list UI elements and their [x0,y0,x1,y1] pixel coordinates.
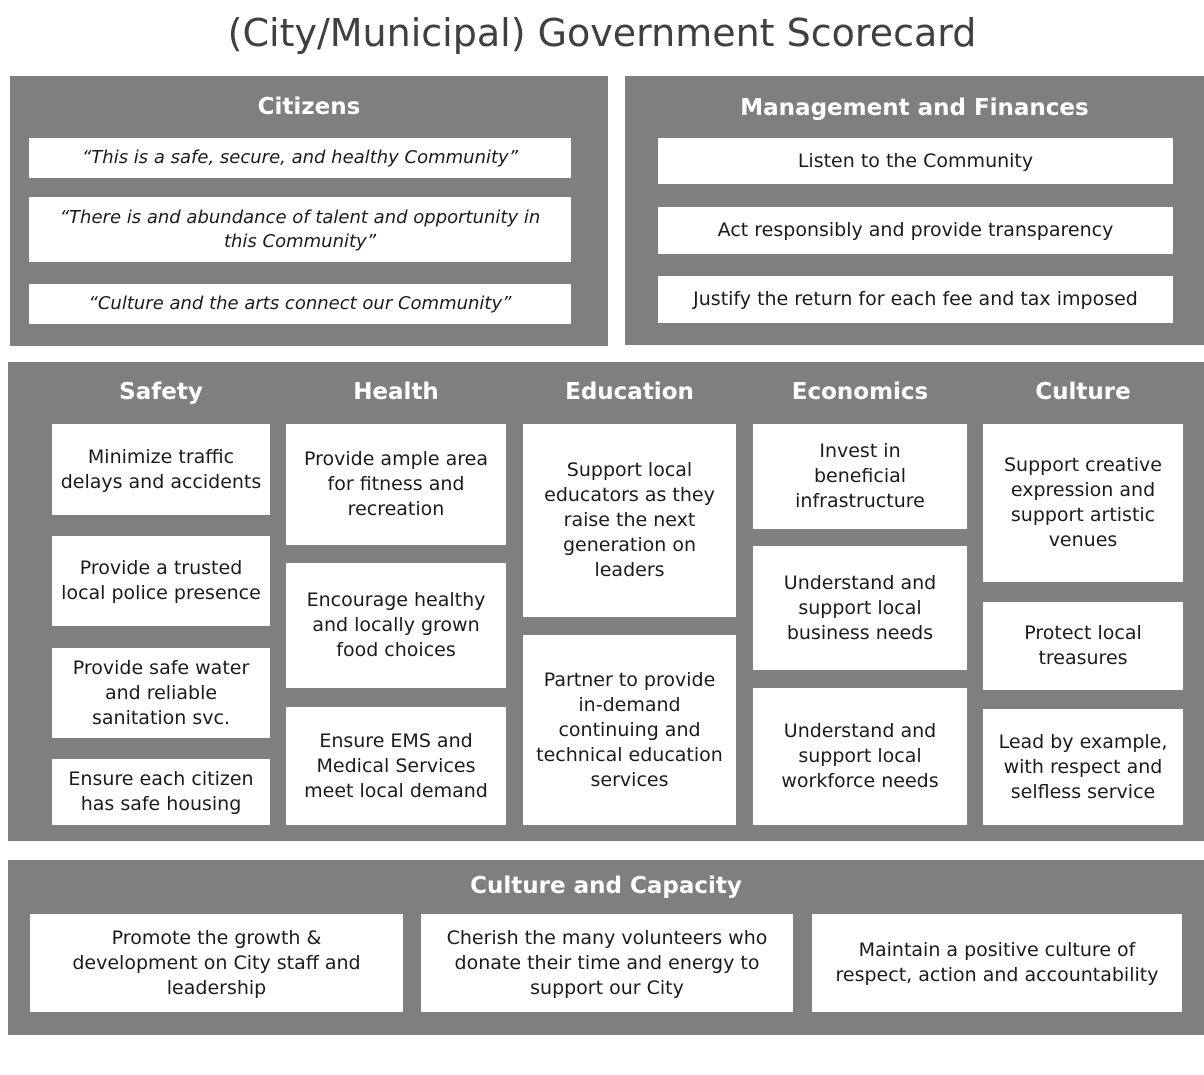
health-item: Encourage healthy and locally grown food… [286,563,506,688]
scorecard-title: (City/Municipal) Government Scorecard [227,11,977,55]
culture-item: Lead by example, with respect and selfle… [983,709,1183,825]
safety-item: Provide safe water and reliable sanitati… [52,648,270,738]
safety-item: Provide a trusted local police presence [52,536,270,626]
education-heading: Education [565,379,694,405]
health-item: Provide ample area for fitness and recre… [286,424,506,545]
economics-heading: Economics [791,379,929,405]
education-item: Support local educators as they raise th… [523,424,736,617]
capacity-title: Culture and Capacity [470,873,742,899]
safety-item: Minimize traffic delays and accidents [52,424,270,515]
management-panel: Management and Finances Listen to the Co… [625,76,1204,345]
culture-item: Protect local treasures [983,602,1183,690]
economics-item: Understand and support local workforce n… [753,688,967,825]
economics-item: Invest in beneficial infrastructure [753,424,967,529]
health-heading: Health [353,379,439,405]
culture-item: Support creative expression and support … [983,424,1183,582]
citizens-item: “This is a safe, secure, and healthy Com… [29,138,571,178]
health-item: Ensure EMS and Medical Services meet loc… [286,707,506,825]
education-item: Partner to provide in-demand continuing … [523,635,736,825]
capacity-item: Maintain a positive culture of respect, … [812,914,1182,1012]
capacity-panel: Culture and Capacity Promote the growth … [8,860,1204,1035]
citizens-item: “Culture and the arts connect our Commun… [29,284,571,324]
management-item: Listen to the Community [658,138,1173,184]
citizens-panel: Citizens “This is a safe, secure, and he… [10,76,608,346]
internal-processes-panel: Internal processes Safety Minimize traff… [8,362,1204,1035]
safety-item: Ensure each citizen has safe housing [52,759,270,825]
management-title: Management and Finances [740,95,1089,121]
culture-heading: Culture [1035,379,1131,405]
economics-item: Understand and support local business ne… [753,546,967,670]
citizens-item: “There is and abundance of talent and op… [29,197,571,262]
citizens-title: Citizens [257,94,361,120]
capacity-item: Promote the growth & development on City… [30,914,403,1012]
management-item: Justify the return for each fee and tax … [658,276,1173,323]
safety-heading: Safety [119,379,203,405]
management-item: Act responsibly and provide transparency [658,207,1173,254]
capacity-item: Cherish the many volunteers who donate t… [421,914,793,1012]
